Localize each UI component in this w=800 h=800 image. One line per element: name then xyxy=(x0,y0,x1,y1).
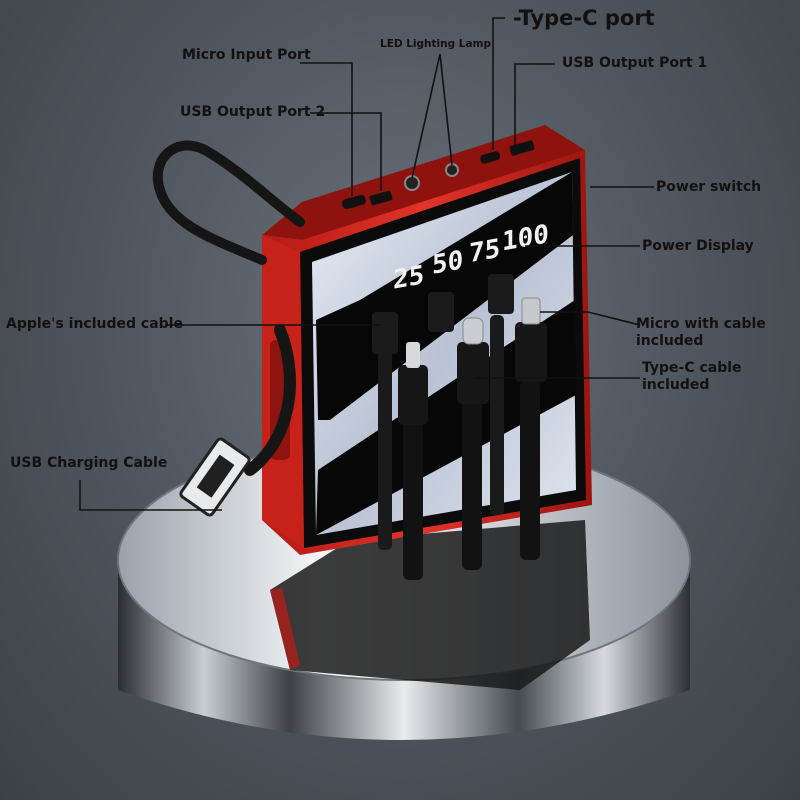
label-micro-input-port: Micro Input Port xyxy=(182,47,311,63)
label-type-c-port: -Type-C port xyxy=(513,6,655,30)
label-led-lighting-lamp: LED Lighting Lamp xyxy=(380,38,492,50)
leader-lines xyxy=(79,17,654,511)
label-type-c-cable: Type-C cable included xyxy=(642,360,742,393)
display-level-25: 25 xyxy=(393,260,424,295)
label-power-display: Power Display xyxy=(642,238,754,254)
label-power-switch: Power switch xyxy=(656,179,762,195)
display-level-75: 75 xyxy=(469,234,500,269)
label-apple-cable: Apple's included cable xyxy=(6,316,183,332)
display-level-50: 50 xyxy=(432,245,463,280)
included-cables xyxy=(372,274,547,580)
label-micro-cable: Micro with cable included xyxy=(636,316,766,349)
label-usb-output-port-1: USB Output Port 1 xyxy=(562,55,708,71)
label-usb-output-port-2: USB Output Port 2 xyxy=(180,104,326,120)
usb-charging-cable xyxy=(152,140,305,517)
label-usb-charging-cable: USB Charging Cable xyxy=(10,455,168,471)
